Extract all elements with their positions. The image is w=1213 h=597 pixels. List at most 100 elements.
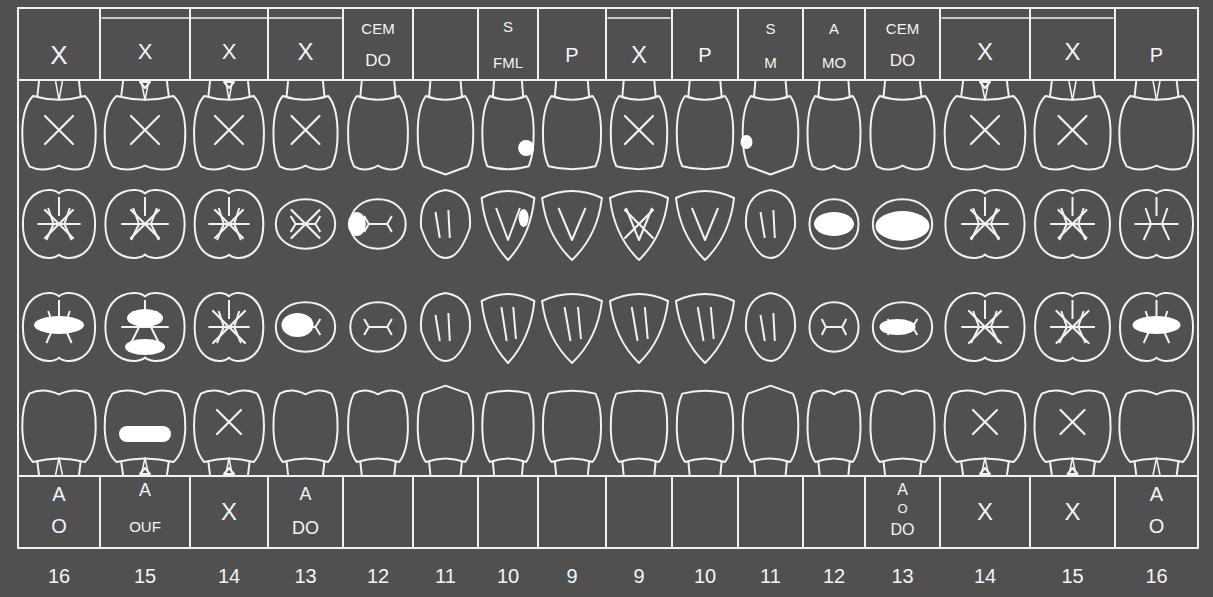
chart-line: [625, 210, 653, 238]
chart-line: [625, 116, 653, 144]
chart-line: [884, 462, 886, 476]
tooth-buccal: [22, 96, 95, 169]
tooth-buccal: [418, 386, 474, 462]
chart-line: [208, 462, 210, 476]
bridge-marker: [980, 82, 990, 88]
chart-line: [189, 8, 191, 80]
chart-note: A: [1150, 484, 1163, 504]
chart-line: [461, 462, 462, 476]
incisal-line: [632, 307, 648, 341]
tooth-occlusal: [1035, 293, 1110, 361]
chart-line: [1153, 458, 1157, 476]
chart-line: [1057, 311, 1089, 343]
chart-line: [412, 8, 414, 80]
incisal-line: [559, 208, 586, 240]
tooth-buccal: [677, 96, 733, 169]
chart-line: [688, 462, 689, 476]
chart-line: [786, 80, 787, 96]
chart-line: [1073, 80, 1077, 100]
chart-line: [267, 476, 269, 548]
chart-note: OUF: [129, 519, 161, 534]
chart-line: [884, 80, 886, 96]
tooth-occlusal: [1035, 190, 1110, 258]
chart-note: A: [139, 481, 151, 499]
tooth-occlusal: [105, 293, 184, 361]
chart-line: [131, 210, 159, 238]
chart-note: A: [52, 484, 65, 504]
chart-line: [1093, 462, 1095, 476]
chart-line: [1069, 80, 1073, 100]
chart-line: [973, 410, 997, 434]
chart-line: [969, 311, 1001, 343]
chart-line: [248, 80, 250, 96]
chart-line: [671, 8, 673, 80]
chart-note: X: [222, 41, 237, 63]
chart-line: [477, 8, 479, 80]
chart-note: X: [977, 40, 993, 64]
chart-line: [622, 80, 623, 96]
chart-line: [215, 210, 243, 238]
fissure-line: [435, 313, 449, 341]
chart-note: X: [297, 40, 313, 64]
fissure-line: [961, 197, 1009, 240]
chart-note: O: [51, 516, 67, 536]
chart-line: [522, 80, 523, 96]
restoration-mark: [282, 313, 314, 337]
chart-line: [786, 462, 787, 476]
tooth-buccal: [194, 96, 264, 169]
chart-line: [1093, 80, 1095, 96]
chart-line: [217, 410, 241, 434]
incisal-line: [565, 307, 581, 341]
chart-line: [1114, 476, 1116, 548]
chart-line: [1007, 462, 1009, 476]
chart-line: [55, 80, 59, 100]
tooth-buccal: [482, 391, 533, 462]
tooth-occlusal: [945, 293, 1024, 361]
chart-line: [818, 462, 819, 476]
tooth-occlusal: [610, 191, 668, 260]
fissure-line: [760, 210, 774, 238]
fissure-line: [208, 300, 249, 343]
chart-line: [167, 462, 169, 476]
tooth-occlusal: [809, 199, 858, 249]
fissure-line: [1050, 197, 1095, 240]
chart-line: [848, 462, 849, 476]
restoration-mark: [518, 140, 534, 156]
restoration-mark: [125, 339, 165, 355]
chart-line: [720, 462, 721, 476]
chart-line: [1029, 476, 1031, 548]
restoration-mark: [34, 316, 84, 334]
chart-line: [720, 80, 721, 96]
chart-line: [37, 462, 39, 476]
tooth-occlusal: [482, 191, 535, 260]
tooth-number: 9: [633, 566, 644, 586]
restoration-mark: [880, 319, 916, 335]
chart-line: [412, 476, 414, 548]
tooth-occlusal: [542, 191, 602, 260]
chart-line: [802, 476, 804, 548]
chart-line: [737, 8, 739, 80]
chart-line: [920, 80, 922, 96]
chart-line: [605, 8, 607, 80]
tooth-buccal: [1119, 96, 1193, 169]
chart-line: [754, 80, 755, 96]
restoration-mark: [119, 426, 171, 442]
chart-line: [215, 116, 243, 144]
restoration-mark: [348, 212, 366, 236]
fissure-line: [760, 313, 774, 341]
tooth-buccal: [1119, 391, 1193, 462]
chart-note: O: [897, 502, 907, 515]
fissure-line: [37, 197, 80, 240]
chart-note: S: [503, 19, 513, 34]
chart-note: P: [698, 45, 711, 65]
tooth-occlusal: [23, 190, 95, 258]
chart-line: [342, 8, 344, 80]
bridge-marker: [1068, 468, 1078, 474]
fissure-line: [822, 319, 847, 335]
tooth-occlusal: [276, 302, 335, 352]
tooth-buccal: [677, 391, 733, 462]
chart-note: O: [1149, 516, 1165, 536]
chart-line: [18, 79, 1198, 81]
chart-line: [971, 116, 999, 144]
